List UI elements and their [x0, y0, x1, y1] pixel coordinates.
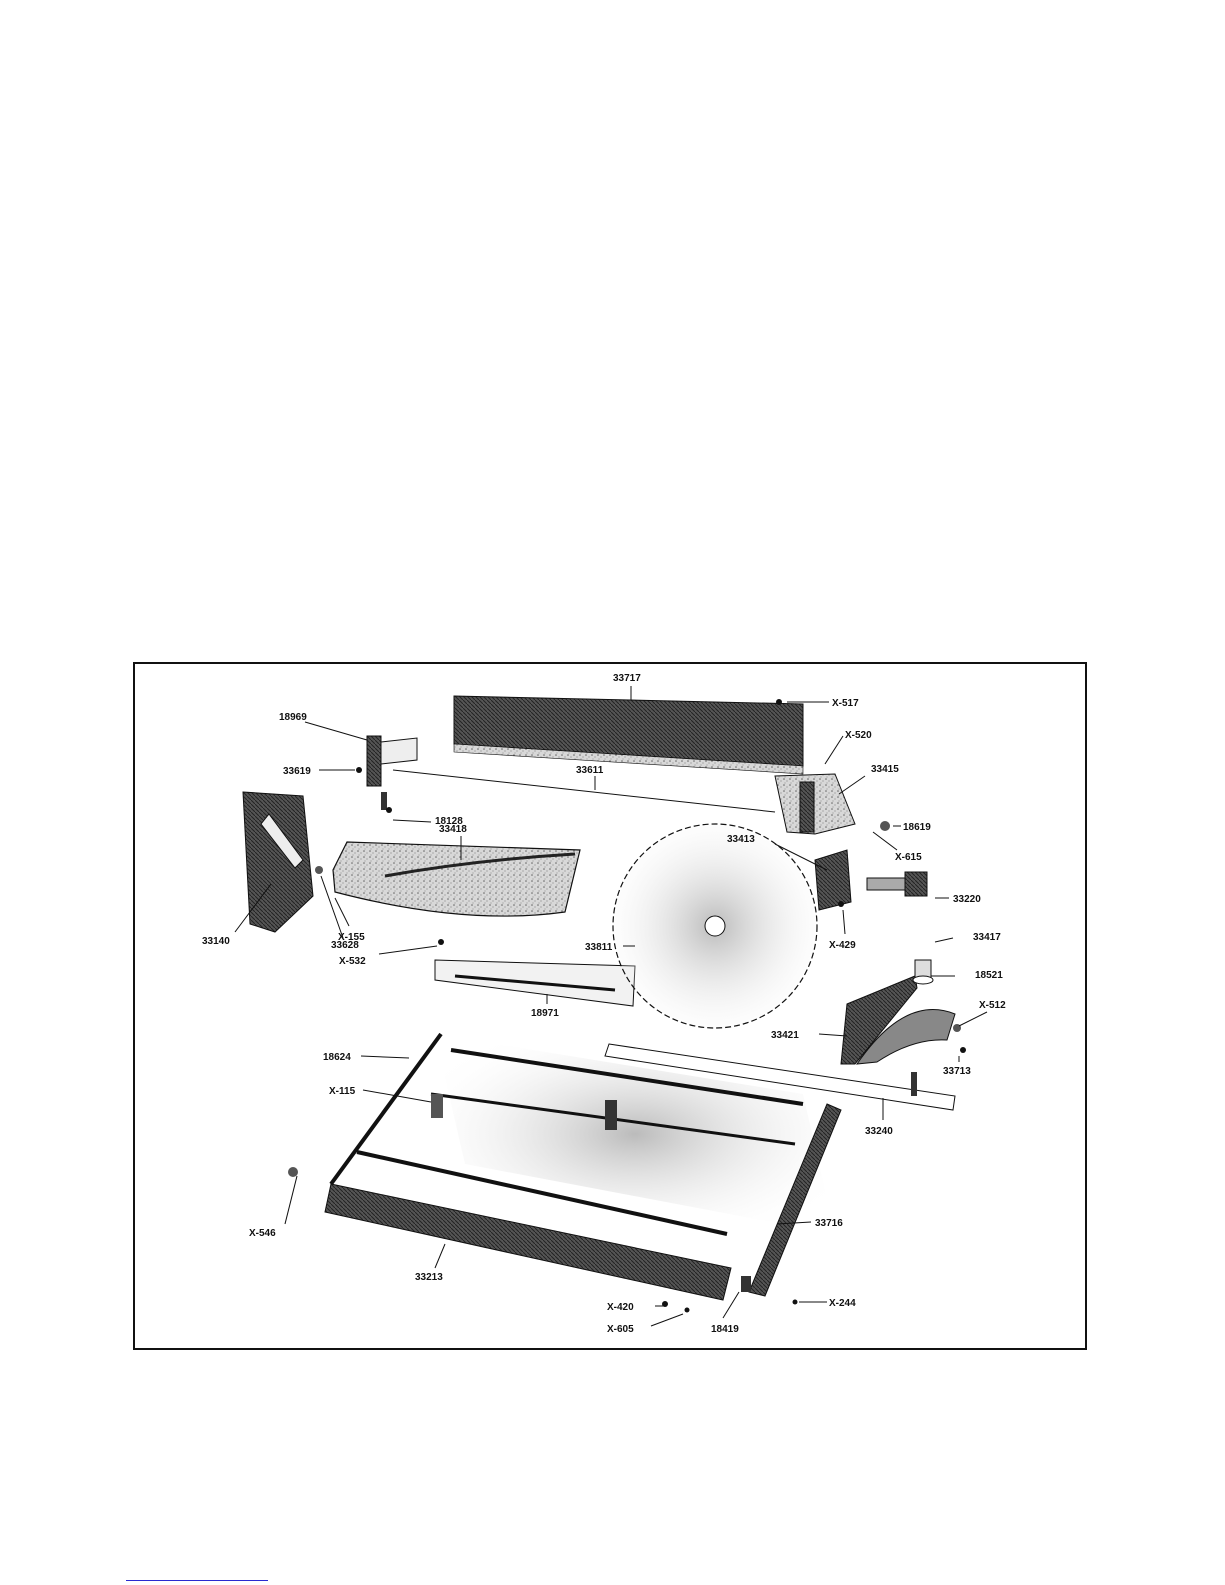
label-18619: 18619 — [903, 822, 931, 833]
label-33415: 33415 — [871, 764, 899, 775]
label-33811: 33811 — [585, 942, 613, 953]
label-33611: 33611 — [576, 765, 604, 776]
footer-link-underline — [126, 1580, 268, 1581]
label-18971: 18971 — [531, 1008, 559, 1019]
label-x615: X-615 — [895, 852, 922, 863]
label-33413: 33413 — [727, 834, 755, 845]
label-x244: X-244 — [829, 1298, 856, 1309]
label-33619: 33619 — [283, 766, 311, 777]
label-33716: 33716 — [815, 1218, 843, 1229]
label-18624: 18624 — [323, 1052, 351, 1063]
label-x115: X-115 — [329, 1086, 356, 1097]
label-33213: 33213 — [415, 1272, 443, 1283]
label-18521: 18521 — [975, 970, 1003, 981]
label-33417: 33417 — [973, 932, 1001, 943]
label-x420: X-420 — [607, 1302, 634, 1313]
label-33717: 33717 — [613, 673, 641, 684]
label-33220: 33220 — [953, 894, 981, 905]
fence-rod-drawing — [393, 770, 775, 812]
rear-rail-drawing — [454, 696, 803, 774]
label-18969: 18969 — [279, 712, 307, 723]
mounting-plate-drawing — [435, 960, 635, 1006]
label-33713: 33713 — [943, 1066, 971, 1077]
right-bracket-drawing — [775, 774, 855, 834]
label-18419: 18419 — [711, 1324, 739, 1335]
label-33240: 33240 — [865, 1126, 893, 1137]
label-x546: X-546 — [249, 1228, 276, 1239]
label-x429: X-429 — [829, 940, 856, 951]
label-33421: 33421 — [771, 1030, 799, 1041]
saw-blade-drawing — [613, 824, 817, 1028]
saw-table-exploded-view: 33717 X-517 18969 X-520 33619 33611 3341… — [135, 664, 1085, 1348]
label-x512: X-512 — [979, 1000, 1006, 1011]
label-33140: 33140 — [202, 936, 230, 947]
splitter-drawing — [333, 842, 580, 916]
label-33418: 33418 — [439, 824, 467, 835]
label-x605: X-605 — [607, 1324, 634, 1335]
fence-guide-drawing — [367, 736, 417, 810]
label-x517: X-517 — [832, 698, 859, 709]
exploded-parts-diagram: 33717 X-517 18969 X-520 33619 33611 3341… — [133, 662, 1087, 1350]
label-33628: 33628 — [331, 940, 359, 951]
blade-guard-drawing — [243, 792, 313, 932]
label-x532: X-532 — [339, 956, 366, 967]
label-x520: X-520 — [845, 730, 872, 741]
